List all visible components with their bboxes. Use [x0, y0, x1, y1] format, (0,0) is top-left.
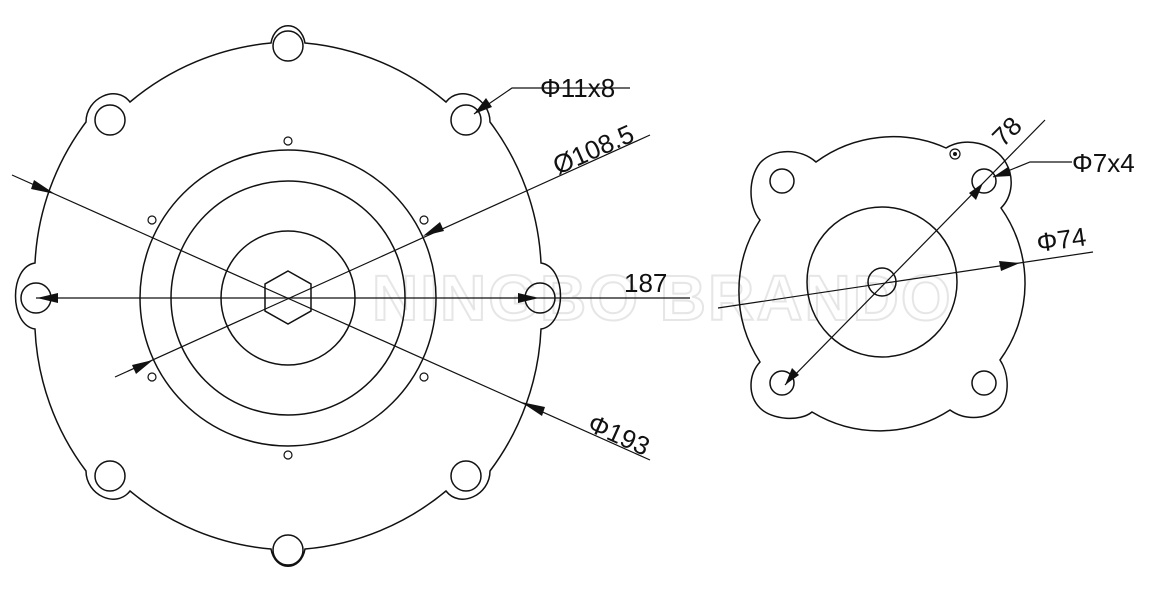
bolt-hole	[272, 30, 304, 62]
pin-hole	[147, 372, 157, 382]
arrowhead	[132, 360, 153, 374]
bolt-hole	[94, 460, 126, 492]
arrowhead	[518, 293, 539, 303]
pin-hole	[419, 215, 429, 225]
arrowhead	[37, 293, 58, 303]
arrowhead	[999, 261, 1020, 271]
dim-label-holes-small: Φ7x4	[1072, 148, 1135, 178]
small-ring-outer	[806, 206, 958, 358]
dim-label-span-small: 78	[986, 111, 1028, 153]
dim-label-inner-small: Φ74	[1035, 221, 1088, 258]
bolt-hole	[450, 460, 482, 492]
arrowhead	[969, 183, 983, 200]
arrowhead	[31, 180, 55, 194]
small-bolt-hole	[769, 370, 795, 396]
dim-line-inner-small	[717, 251, 1094, 309]
bolt-hole	[450, 104, 482, 136]
arrowhead	[474, 98, 492, 114]
arrowhead	[785, 368, 799, 385]
center-hexagon	[264, 270, 312, 325]
large-outline	[14, 25, 562, 567]
dim-label-holes: Φ11x8	[540, 73, 615, 103]
dim-line-span-small	[784, 119, 1046, 386]
small-bolt-hole	[769, 168, 795, 194]
dim-label-outer: Φ193	[584, 408, 655, 461]
bolt-hole	[272, 534, 304, 566]
marker-ring	[949, 148, 961, 160]
pin-hole	[419, 372, 429, 382]
marker-dot	[953, 152, 957, 156]
arrowhead	[521, 402, 545, 416]
small-outline	[738, 135, 1026, 432]
pin-hole	[147, 215, 157, 225]
pin-hole	[283, 136, 293, 146]
arrowhead	[993, 167, 1011, 177]
dim-line-outer	[11, 174, 651, 461]
small-bolt-hole	[971, 370, 997, 396]
small-bolt-hole	[971, 168, 997, 194]
dim-label-inner: Ø108.5	[548, 118, 638, 180]
dim-line-inner	[114, 134, 651, 378]
bolt-hole	[94, 104, 126, 136]
pin-hole	[283, 450, 293, 460]
dim-label-span: 187	[624, 268, 667, 298]
arrowhead	[423, 222, 444, 236]
